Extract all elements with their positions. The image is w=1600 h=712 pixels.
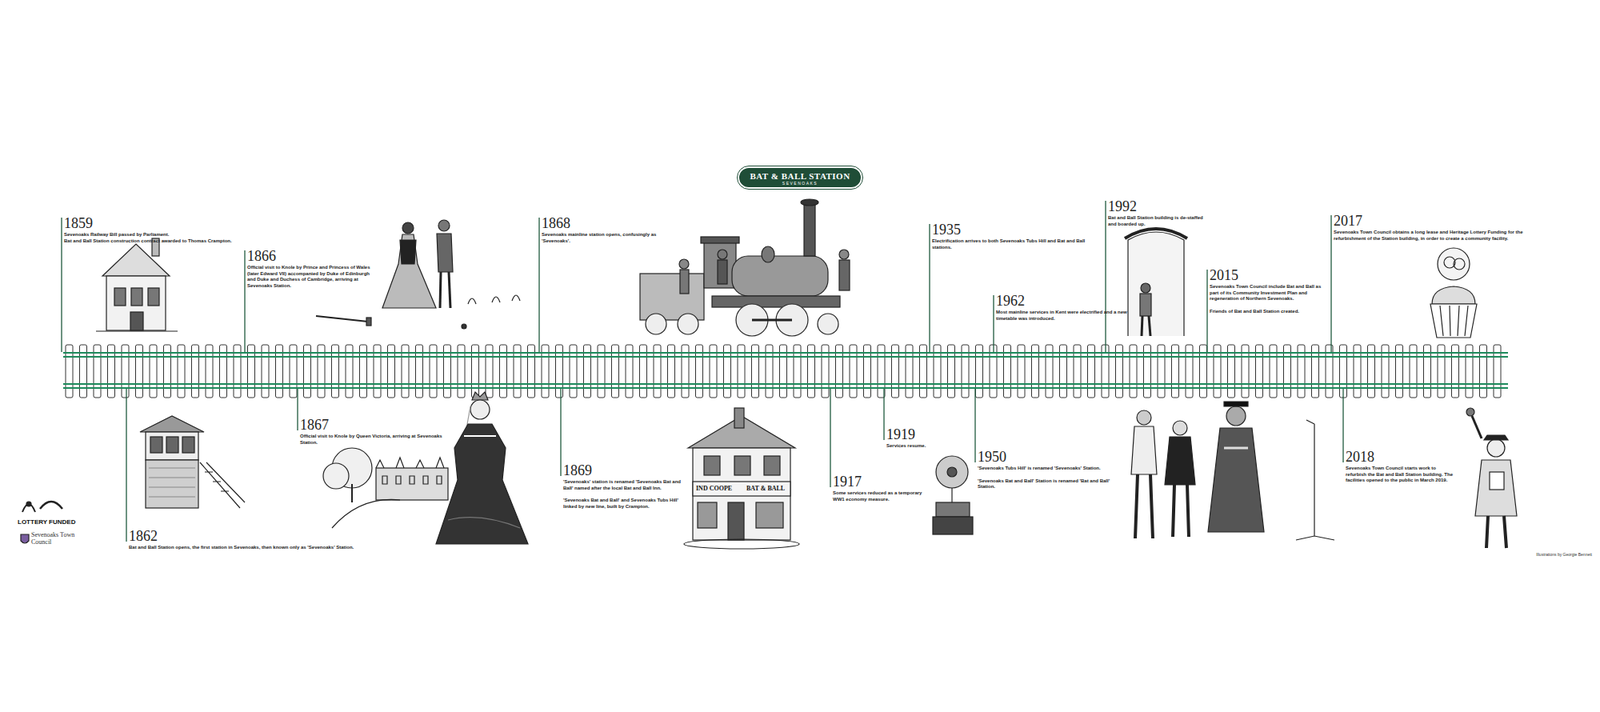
leader-line: [60, 217, 62, 352]
cupcake: [1430, 248, 1477, 338]
pub-sign: BAT & BALL: [745, 484, 786, 492]
signal-box: [140, 416, 245, 508]
year-label: 1992: [1108, 199, 1137, 214]
leader-line: [974, 388, 976, 463]
leader-line: [538, 217, 540, 352]
event-note: Bat and Ball Station opens, the first st…: [128, 544, 369, 552]
event-note: 'Sevenoaks Bat and Ball' Station is rena…: [977, 478, 1126, 491]
leader-line: [125, 388, 127, 542]
event-note: Sevenoaks Town Council obtains a long le…: [1333, 229, 1546, 242]
pub-sign: IND COOPE: [695, 484, 733, 492]
event-note: Friends of Bat and Ball Station created.: [1209, 308, 1326, 316]
event-note: Services resume.: [886, 443, 951, 450]
credit-text: Illustrations by Georgie Bennett: [1536, 552, 1592, 557]
leader-line: [560, 388, 561, 476]
town-crier: [1466, 408, 1517, 548]
event-note: Official visit to Knole by Prince and Pr…: [247, 264, 380, 289]
event-note: Bat and Ball Station construction contra…: [64, 238, 240, 245]
event-note: Sevenoaks Railway Bill passed by Parliam…: [64, 232, 240, 239]
boarded-door: [1124, 228, 1188, 336]
year-label: 2017: [1333, 213, 1363, 228]
knole-house: [323, 448, 448, 528]
sign-subtitle: SEVENOAKS: [739, 180, 860, 186]
event-note: Sevenoaks Town Council starts work to re…: [1345, 465, 1455, 484]
logo-text: LOTTERY FUNDED: [17, 518, 76, 526]
gramophone: [932, 456, 973, 535]
year-label: 1919: [886, 427, 916, 442]
event-note: Bat and Ball Station building is de-staf…: [1108, 215, 1208, 228]
year-label: 1935: [932, 222, 961, 237]
leader-line: [928, 224, 930, 352]
event-note: Most mainline services in Kent were elec…: [996, 309, 1140, 322]
event-note: Electrification arrives to both Sevenoak…: [932, 238, 1092, 251]
queen-victoria: [436, 392, 528, 544]
year-label: 1862: [128, 528, 158, 544]
year-label: 1867: [300, 417, 329, 432]
leader-line: [244, 250, 245, 352]
event-note: 'Sevenoaks Tubs Hill' is renamed 'Seveno…: [977, 465, 1126, 472]
station-house: [96, 238, 178, 332]
leader-line: [1330, 215, 1332, 352]
year-label: 1917: [832, 474, 862, 489]
year-label: 1859: [64, 216, 93, 231]
lottery-logo: [22, 501, 63, 512]
year-label: 2018: [1345, 449, 1375, 464]
sign-title: BAT & BALL STATION: [739, 171, 860, 181]
council-crest: [20, 534, 29, 544]
leader-line: [1104, 200, 1106, 352]
bat-and-ball-inn: [684, 408, 800, 549]
year-label: 2015: [1209, 268, 1239, 283]
leader-line: [883, 388, 884, 440]
leader-line: [296, 388, 298, 431]
year-label: 1962: [996, 293, 1025, 308]
leader-line: [1342, 388, 1344, 463]
steam-locomotive: [640, 199, 850, 336]
event-note: 'Sevenoaks Bat and Ball' and Sevenoaks T…: [563, 497, 688, 510]
leader-line: [992, 295, 994, 352]
year-label: 1866: [247, 248, 276, 264]
leader-line: [1206, 269, 1208, 352]
logo-text: Sevenoaks Town Council: [31, 531, 80, 546]
opening-group: [1131, 401, 1335, 540]
year-label: 1869: [563, 463, 592, 478]
event-note: Sevenoaks Town Council include Bat and B…: [1209, 284, 1326, 303]
event-note: Sevenoaks mainline station opens, confus…: [541, 232, 678, 244]
event-note: Official visit to Knole by Queen Victori…: [300, 433, 456, 446]
rails: [63, 352, 1508, 388]
event-note: Some services reduced as a temporary WW1…: [832, 490, 928, 503]
year-label: 1950: [977, 449, 1007, 464]
year-label: 1868: [541, 216, 571, 231]
leader-line: [829, 388, 831, 488]
event-note: 'Sevenoaks' station is renamed 'Sevenoak…: [563, 479, 688, 492]
station-sign: BAT & BALL STATIONSEVENOAKS: [737, 166, 862, 189]
